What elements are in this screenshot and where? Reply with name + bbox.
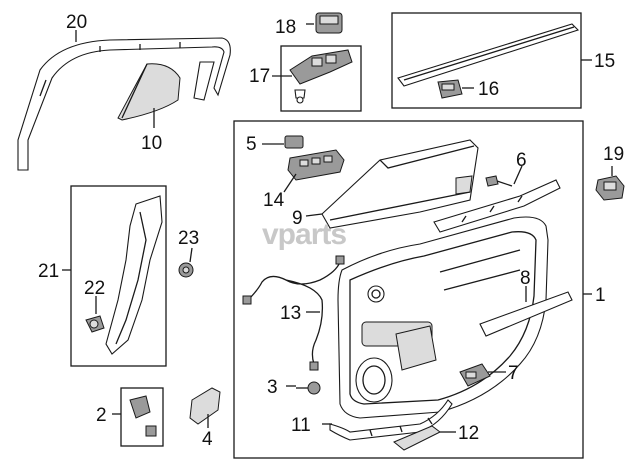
pillar-trim <box>105 195 163 355</box>
callout-7: 7 <box>508 363 519 384</box>
callout-4: 4 <box>202 429 213 450</box>
switch-assembly <box>289 49 353 104</box>
upper-panel <box>321 139 479 229</box>
door-trim-panel <box>337 216 549 419</box>
switch-bezel <box>315 12 343 34</box>
leader-lines <box>62 23 613 433</box>
callout-3: 3 <box>267 377 278 398</box>
window-switch <box>287 149 345 181</box>
callout-19: 19 <box>603 144 624 165</box>
callout-20: 20 <box>66 12 87 33</box>
garnish-strip <box>479 291 573 337</box>
callout-15: 15 <box>594 51 615 72</box>
screw-3 <box>296 381 321 395</box>
callout-12: 12 <box>458 423 479 444</box>
callout-16: 16 <box>478 79 499 100</box>
callout-2: 2 <box>96 405 107 426</box>
callout-9: 9 <box>292 208 303 229</box>
callout-18: 18 <box>275 17 296 38</box>
switch-7 <box>459 363 491 387</box>
callout-21: 21 <box>38 261 59 282</box>
watermark-text: vparts <box>262 218 346 251</box>
callout-1: 1 <box>595 285 606 306</box>
main-door-panel-box <box>233 120 584 459</box>
callout-8: 8 <box>520 268 531 289</box>
callout-23: 23 <box>178 228 199 249</box>
callout-5: 5 <box>246 134 257 155</box>
callout-22: 22 <box>84 278 105 299</box>
molding-clip <box>437 79 463 99</box>
pillar-trim-box <box>70 185 167 367</box>
seat-switch <box>595 175 625 201</box>
quarter-trim <box>117 63 181 121</box>
screw <box>485 175 513 187</box>
bracket-2 <box>120 387 164 447</box>
connector <box>284 135 304 149</box>
switch-assembly-box <box>280 45 362 112</box>
callout-17: 17 <box>249 66 270 87</box>
callout-6: 6 <box>516 150 527 171</box>
cap-4 <box>189 387 221 425</box>
callout-11: 11 <box>291 415 311 436</box>
callout-10: 10 <box>141 133 162 154</box>
window-frame-trim <box>17 37 231 171</box>
belt-molding <box>397 23 580 87</box>
wire-harness <box>242 255 345 371</box>
clip-23 <box>178 262 194 278</box>
clip-22 <box>85 315 105 333</box>
callout-13: 13 <box>280 303 301 324</box>
callout-14: 14 <box>263 190 285 211</box>
trim-bracket <box>433 179 561 233</box>
